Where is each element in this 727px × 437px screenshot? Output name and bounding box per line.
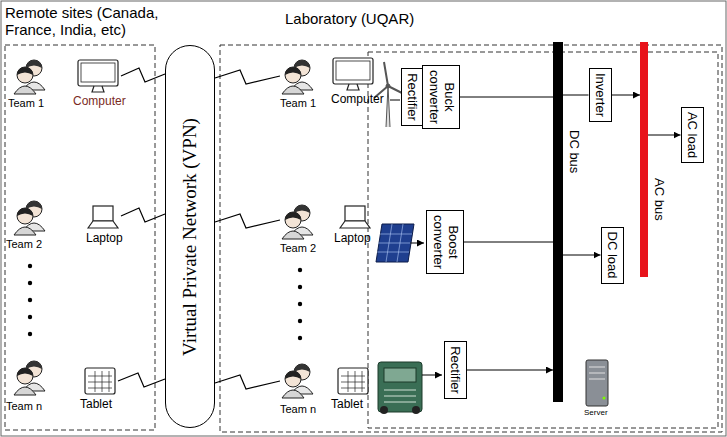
- text-holder: DC bus: [566, 130, 581, 173]
- vpn-tunnel: Virtual Private Network (VPN): [165, 45, 215, 428]
- ac-bus-bar: AC bus: [640, 42, 648, 277]
- inverter-box: Inverter: [589, 68, 612, 122]
- node-text: DC bus: [566, 130, 581, 173]
- microgrid-frame: [368, 52, 718, 428]
- solar-panel: [376, 224, 424, 262]
- diesel-generator: [378, 362, 442, 414]
- team-label: Team n: [6, 400, 42, 413]
- label-holder: Tablet: [331, 398, 363, 412]
- label-holder: Tablet: [80, 398, 112, 412]
- rectifier-box: Rectifier: [401, 68, 424, 126]
- node-text: AC load: [685, 112, 700, 158]
- node-text: AC bus: [651, 178, 666, 221]
- team-label: Team 1: [280, 97, 316, 110]
- text-holder: AC bus: [651, 178, 666, 221]
- text-holder: Buck converter: [426, 70, 456, 124]
- region-heading: Remote sites (Canada, France, India, etc…: [3, 2, 163, 39]
- power-connector: [467, 370, 554, 371]
- text-holder: AC load: [685, 112, 700, 158]
- label-holder: Team n: [280, 403, 316, 416]
- team-label: Team n: [280, 403, 316, 416]
- label-holder: Team 1: [8, 97, 44, 110]
- server-label: Server: [584, 408, 608, 417]
- label-holder: Server: [584, 408, 608, 417]
- device-label: Laptop: [86, 232, 123, 246]
- label-holder: Computer: [73, 95, 126, 109]
- node-text: DC load: [605, 232, 620, 279]
- server-icon: [586, 360, 608, 406]
- device-label: Computer: [73, 95, 126, 109]
- label-holder: Laptop: [86, 232, 123, 246]
- converter-box: Buck converter: [422, 65, 460, 129]
- team-label: Team 2: [6, 238, 42, 251]
- node-text: Boost converter: [430, 215, 460, 269]
- text-holder: Boost converter: [430, 215, 460, 269]
- text-holder: Rectifier: [448, 346, 463, 394]
- load-box: DC load: [601, 227, 624, 284]
- label-holder: Computer: [331, 93, 384, 107]
- device-label: Tablet: [331, 398, 363, 412]
- power-connector: [612, 95, 641, 96]
- node-text: Rectifier: [405, 73, 420, 121]
- power-connector: [648, 135, 681, 136]
- power-connector: [563, 95, 589, 96]
- rectifier-box: Rectifier: [444, 341, 467, 399]
- dc-bus-bar: DC bus: [553, 42, 563, 402]
- label-holder: Team 2: [6, 238, 42, 251]
- power-connector: [460, 97, 553, 98]
- region-heading: Laboratory (UQAR): [220, 2, 723, 27]
- label-holder: Team 2: [280, 242, 316, 255]
- label-holder: Team n: [6, 400, 42, 413]
- text-holder: Inverter: [593, 73, 608, 117]
- node-text: Inverter: [593, 73, 608, 117]
- device-label: Tablet: [80, 398, 112, 412]
- power-connector: [563, 255, 601, 256]
- label-holder: Team 1: [280, 97, 316, 110]
- text-holder: DC load: [605, 232, 620, 279]
- text-holder: Virtual Private Network (VPN): [179, 118, 201, 356]
- text-holder: Rectifier: [405, 73, 420, 121]
- remote-sites-frame: [5, 45, 155, 430]
- remote-sites-region: Remote sites (Canada, France, India, etc…: [3, 2, 163, 432]
- team-label: Team 1: [8, 97, 44, 110]
- device-label: Laptop: [334, 232, 371, 246]
- node-text: Buck converter: [426, 70, 456, 124]
- power-connector: [464, 242, 553, 243]
- load-box: AC load: [681, 107, 704, 163]
- label-holder: Laptop: [334, 232, 371, 246]
- team-label: Team 2: [280, 242, 316, 255]
- converter-box: Boost converter: [426, 210, 464, 274]
- node-text: Virtual Private Network (VPN): [179, 118, 201, 356]
- device-label: Computer: [331, 93, 384, 107]
- remote-users: [14, 60, 118, 395]
- node-text: Rectifier: [448, 346, 463, 394]
- laboratory-region: Rectifier Buck converter DC bus Inverter AC …: [220, 2, 723, 433]
